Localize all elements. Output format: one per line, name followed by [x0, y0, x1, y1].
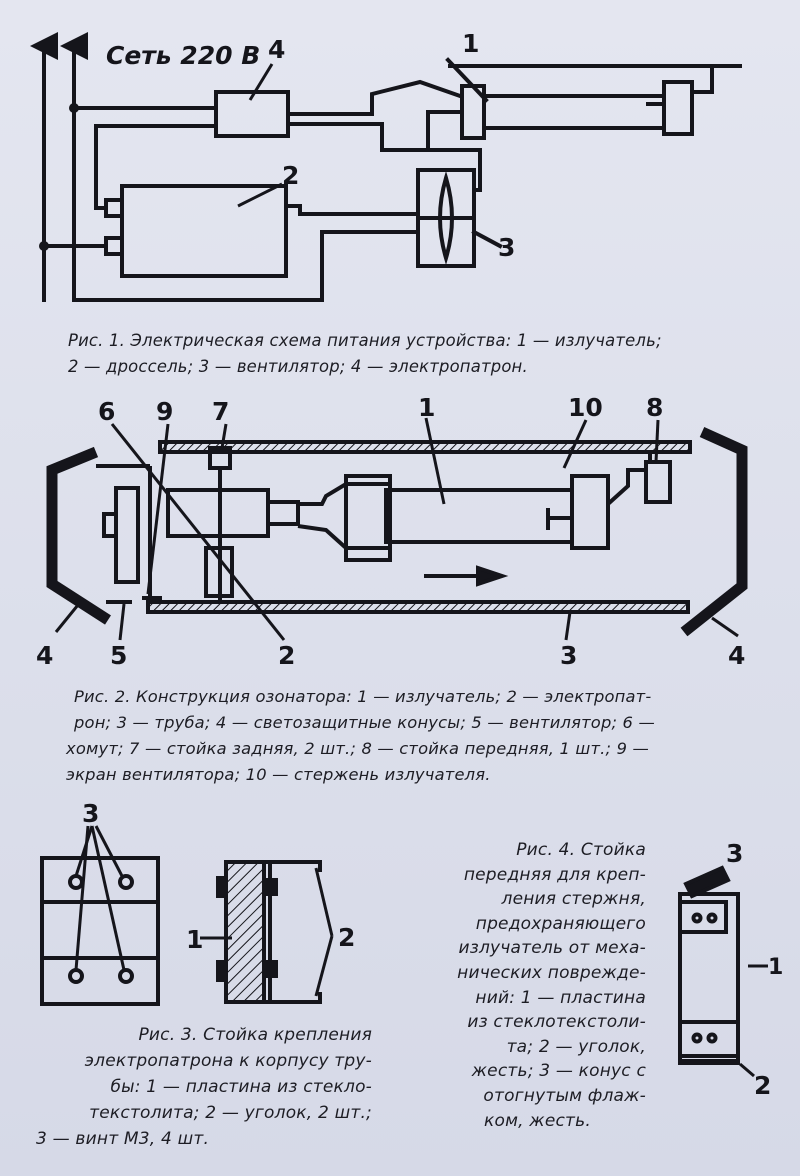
- emitter-cap-left: [344, 474, 392, 562]
- lampholder-neck: [266, 500, 300, 526]
- fig3-screw-3: [68, 968, 84, 984]
- fig3-plate-front: [40, 856, 160, 1006]
- fig3-angle-bottom: [264, 992, 322, 1004]
- choke-box: [120, 184, 288, 278]
- emitter-rod: [606, 468, 648, 506]
- fig2-label-4-right: 4: [728, 641, 745, 670]
- fig4-caption-line-6: нических поврежде-: [457, 962, 646, 983]
- fig4-caption-line-2: передняя для креп-: [463, 864, 646, 885]
- fig2-caption: Рис. 2. Конструкция озонатора: 1 — излуч…: [66, 684, 782, 788]
- fig2-label-7: 7: [212, 397, 229, 426]
- wire-emitter-diag: [445, 57, 489, 103]
- fig3-label-3: 3: [82, 799, 99, 828]
- fig3-angle-top: [264, 860, 322, 872]
- tube-wall-bottom: [146, 600, 690, 614]
- fig4-caption-line-3: ления стержня,: [501, 889, 646, 910]
- fig1-caption: Рис. 1. Электрическая схема питания устр…: [68, 328, 778, 380]
- fig4-caption-line-5: излучатель от меха-: [458, 938, 646, 959]
- fig2-caption-line-1: Рис. 2. Конструкция озонатора: 1 — излуч…: [74, 687, 652, 706]
- fig1-label-4: 4: [268, 35, 285, 64]
- fig1-caption-line-1: Рис. 1. Электрическая схема питания устр…: [68, 331, 662, 350]
- fig2-label-4-left: 4: [36, 641, 53, 670]
- fig2-label-1: 1: [418, 393, 435, 422]
- fig3-label-1: 1: [186, 925, 203, 954]
- fig2-caption-line-4: экран вентилятора; 10 — стержень излучат…: [66, 765, 491, 784]
- fig4-caption-line-11: отогнутым флаж-: [483, 1085, 646, 1106]
- fig3-caption-line-5: 3 — винт М3, 4 шт.: [36, 1129, 210, 1149]
- emitter-end-right: [662, 80, 694, 136]
- fig2-caption-line-3: хомут; 7 — стойка задняя, 2 шт.; 8 — сто…: [66, 739, 650, 758]
- wire-holder-lamp: [286, 79, 463, 116]
- fig1-schematic: Сеть 220 В 4 1 2 3: [30, 29, 742, 302]
- fig4-caption: Рис. 4. Стойка передняя для креп- ления …: [424, 838, 646, 1133]
- fig3-caption-line-3: бы: 1 — пластина из стекло-: [110, 1077, 372, 1097]
- fig3-caption: Рис. 3. Стойка крепления электропатрона …: [36, 1022, 372, 1152]
- emitter-cap-right: [570, 474, 610, 550]
- fig1-label-3: 3: [498, 233, 515, 262]
- fig3-screw-2: [118, 874, 134, 890]
- tube-wall-top: [158, 440, 692, 454]
- fig1-label-2: 2: [282, 161, 299, 190]
- wire-left-loop: [94, 124, 218, 210]
- fig2-label-3: 3: [560, 641, 577, 670]
- fig4-caption-line-8: из стеклотекстоли-: [467, 1012, 646, 1033]
- fig3-plate-section: [224, 860, 266, 1004]
- fig2-caption-line-2: рон; 3 — труба; 4 — светозащитные конусы…: [74, 713, 655, 732]
- front-stand-8: [644, 460, 672, 504]
- cone-right: [680, 426, 748, 637]
- wire-holder-lamp-b: [286, 110, 462, 152]
- fig1-label-1: 1: [462, 29, 479, 58]
- fig4-caption-line-12: ком, жесть.: [484, 1110, 591, 1131]
- fig3-caption-line-2: электропатрона к корпусу тру-: [84, 1051, 372, 1071]
- fan-blade: [438, 171, 454, 265]
- fig1-net-label: Сеть 220 В: [106, 41, 260, 70]
- fig2-label-8: 8: [646, 393, 663, 422]
- fig3-caption-line-4: текстолита; 2 — уголок, 2 шт.;: [89, 1103, 372, 1123]
- fig3-stand: 3 1 2: [40, 799, 355, 1006]
- fig3-caption-line-1: Рис. 3. Стойка крепления: [138, 1025, 372, 1045]
- fig3-screw-4: [118, 968, 134, 984]
- fig4-caption-line-9: та; 2 — уголок,: [506, 1036, 646, 1057]
- fig1-caption-line-2: 2 — дроссель; 3 — вентилятор; 4 — электр…: [68, 357, 528, 376]
- wire-choke-fan: [284, 204, 420, 216]
- fig4-caption-line-1: Рис. 4. Стойка: [516, 840, 646, 860]
- fig2-label-5: 5: [110, 641, 127, 670]
- fig3-screw-1: [68, 874, 84, 890]
- wire-fan-return: [426, 148, 482, 192]
- fig4-caption-line-7: ний: 1 — пластина: [475, 987, 646, 1008]
- fig2-construction: 6 9 7 1 10 8 4 5 2 3 4: [36, 393, 748, 670]
- fig2-label-10: 10: [568, 393, 603, 422]
- wire-bottom: [72, 230, 420, 302]
- fig2-label-2: 2: [278, 641, 295, 670]
- fig2-label-9: 9: [156, 397, 173, 426]
- fig2-label-6: 6: [98, 397, 115, 426]
- wire-emitter-mains: [690, 64, 742, 94]
- fig4-caption-line-4: предохраняющего: [475, 913, 646, 934]
- fig3-label-2: 2: [338, 923, 355, 952]
- fig4-caption-line-10: жесть; 3 — конус с: [471, 1061, 646, 1082]
